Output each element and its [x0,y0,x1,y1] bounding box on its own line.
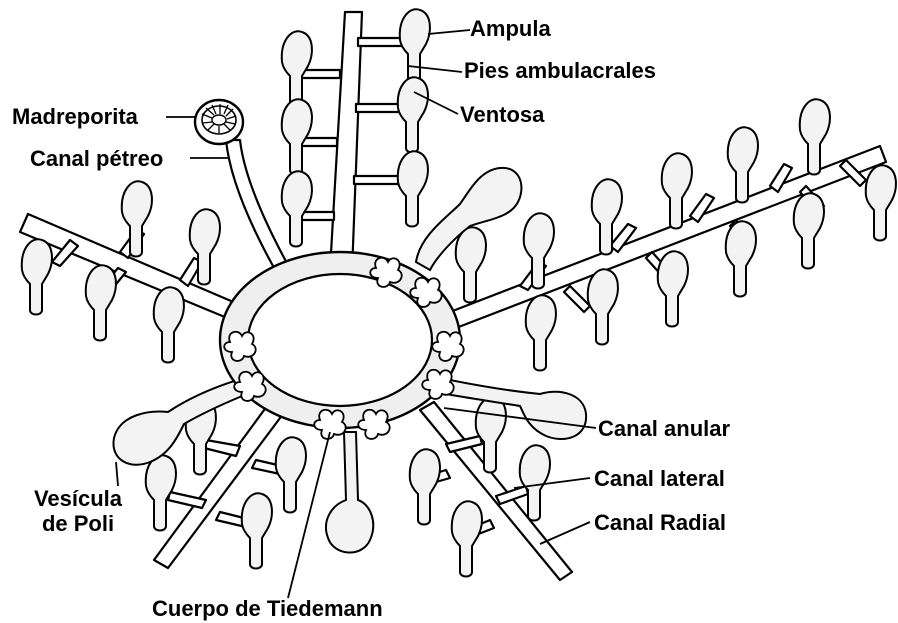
label-vesicula-line2: de Poli [18,511,138,536]
label-ampula: Ampula [470,16,551,41]
label-vesicula-de-poli: Vesícula de Poli [18,486,138,537]
label-canal-anular: Canal anular [598,416,730,441]
label-canal-petreo: Canal pétreo [30,146,163,171]
label-canal-radial: Canal Radial [594,510,726,535]
label-vesicula-line1: Vesícula [18,486,138,511]
label-ventosa: Ventosa [460,102,544,127]
polian-vesicle-bottom [326,432,373,553]
stone-canal [226,140,294,282]
polian-vesicle-right [446,380,586,439]
madreporite [195,100,243,144]
label-canal-lateral: Canal lateral [594,466,725,491]
label-madreporita: Madreporita [12,104,138,129]
label-pies-ambulacrales: Pies ambulacrales [464,58,656,83]
label-cuerpo-de-tiedemann: Cuerpo de Tiedemann [152,596,383,621]
